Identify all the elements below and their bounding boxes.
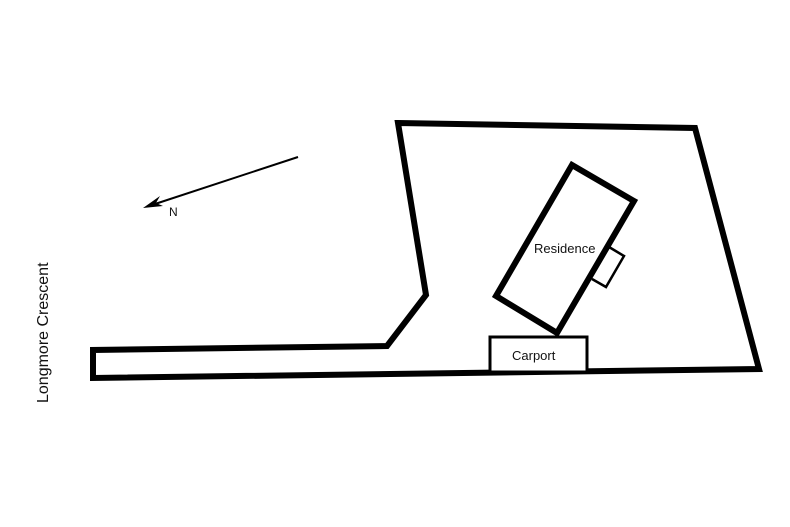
carport-outline [488, 335, 589, 374]
residence-annex [591, 245, 626, 289]
carport-label: Carport [512, 348, 556, 363]
north-label: N [169, 205, 178, 219]
north-arrow-icon [143, 156, 299, 208]
residence-outline [491, 160, 639, 338]
lot-boundary [90, 119, 763, 382]
residence-label: Residence [534, 241, 595, 256]
street-label: Longmore Crescent [35, 262, 52, 403]
